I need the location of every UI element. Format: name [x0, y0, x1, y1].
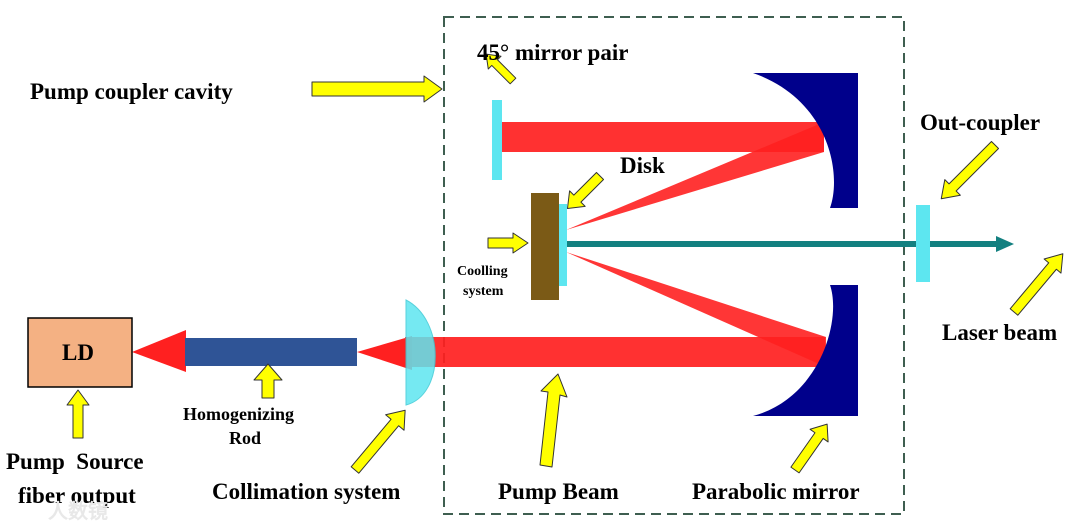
- collimation-system-arrow: [350, 409, 406, 474]
- pump-coupler-cavity-arrow: [311, 75, 443, 103]
- out-coupler-element: [916, 205, 930, 282]
- cooling-system-label: system: [463, 284, 504, 299]
- mirror-pair-arrow: [485, 53, 517, 85]
- homogenizing-rod-arrow: [253, 363, 283, 399]
- parabolic-mirror-upper: [753, 73, 858, 208]
- pump-beam-to-mirror-pair: [500, 122, 824, 152]
- disk-arrow: [566, 171, 605, 210]
- pump-source-label: Pump Source: [6, 449, 144, 474]
- pump-beam-to-disk-lower: [566, 252, 826, 367]
- parabolic-mirror-label: Parabolic mirror: [692, 479, 860, 504]
- cooling-system-arrow: [487, 232, 529, 254]
- homogenizing-rod: [185, 338, 357, 366]
- collimation-lens: [405, 299, 436, 406]
- fiber-output-label: fiber output: [18, 483, 136, 508]
- cooling-label: Coolling: [457, 264, 508, 279]
- pump-source-arrow: [66, 389, 90, 439]
- disk-label: Disk: [620, 153, 665, 178]
- rod-label: Rod: [229, 428, 261, 448]
- pump-beam-arrow: [539, 373, 568, 468]
- ld-label: LD: [62, 340, 94, 365]
- mirror-pair-element: [492, 100, 502, 180]
- out-coupler-arrow: [940, 140, 1000, 200]
- rod-output-cone: [357, 336, 412, 370]
- parabolic-mirror-arrow: [790, 423, 829, 474]
- collimated-pump-beam: [405, 337, 825, 367]
- disk-element: [559, 204, 567, 286]
- watermark: 人数镜: [48, 499, 108, 523]
- ld-output-cone: [132, 330, 186, 372]
- pump-coupler-cavity-boundary: [443, 16, 905, 515]
- ld-box: [27, 317, 133, 388]
- homogenizing-label: Homogenizing: [183, 404, 294, 424]
- pump-coupler-cavity-label: Pump coupler cavity: [30, 79, 233, 104]
- parabolic-mirror-lower: [753, 285, 858, 416]
- laser-beam-arrowhead: [996, 236, 1014, 252]
- cooling-system-block: [531, 193, 559, 300]
- laser-beam-arrow: [1009, 253, 1064, 316]
- laser-beam-label: Laser beam: [942, 320, 1057, 345]
- collimation-system-label: Collimation system: [212, 479, 400, 504]
- out-coupler-label: Out-coupler: [920, 110, 1040, 135]
- pump-beam-label: Pump Beam: [498, 479, 619, 504]
- mirror-pair-label: 45° mirror pair: [477, 40, 628, 65]
